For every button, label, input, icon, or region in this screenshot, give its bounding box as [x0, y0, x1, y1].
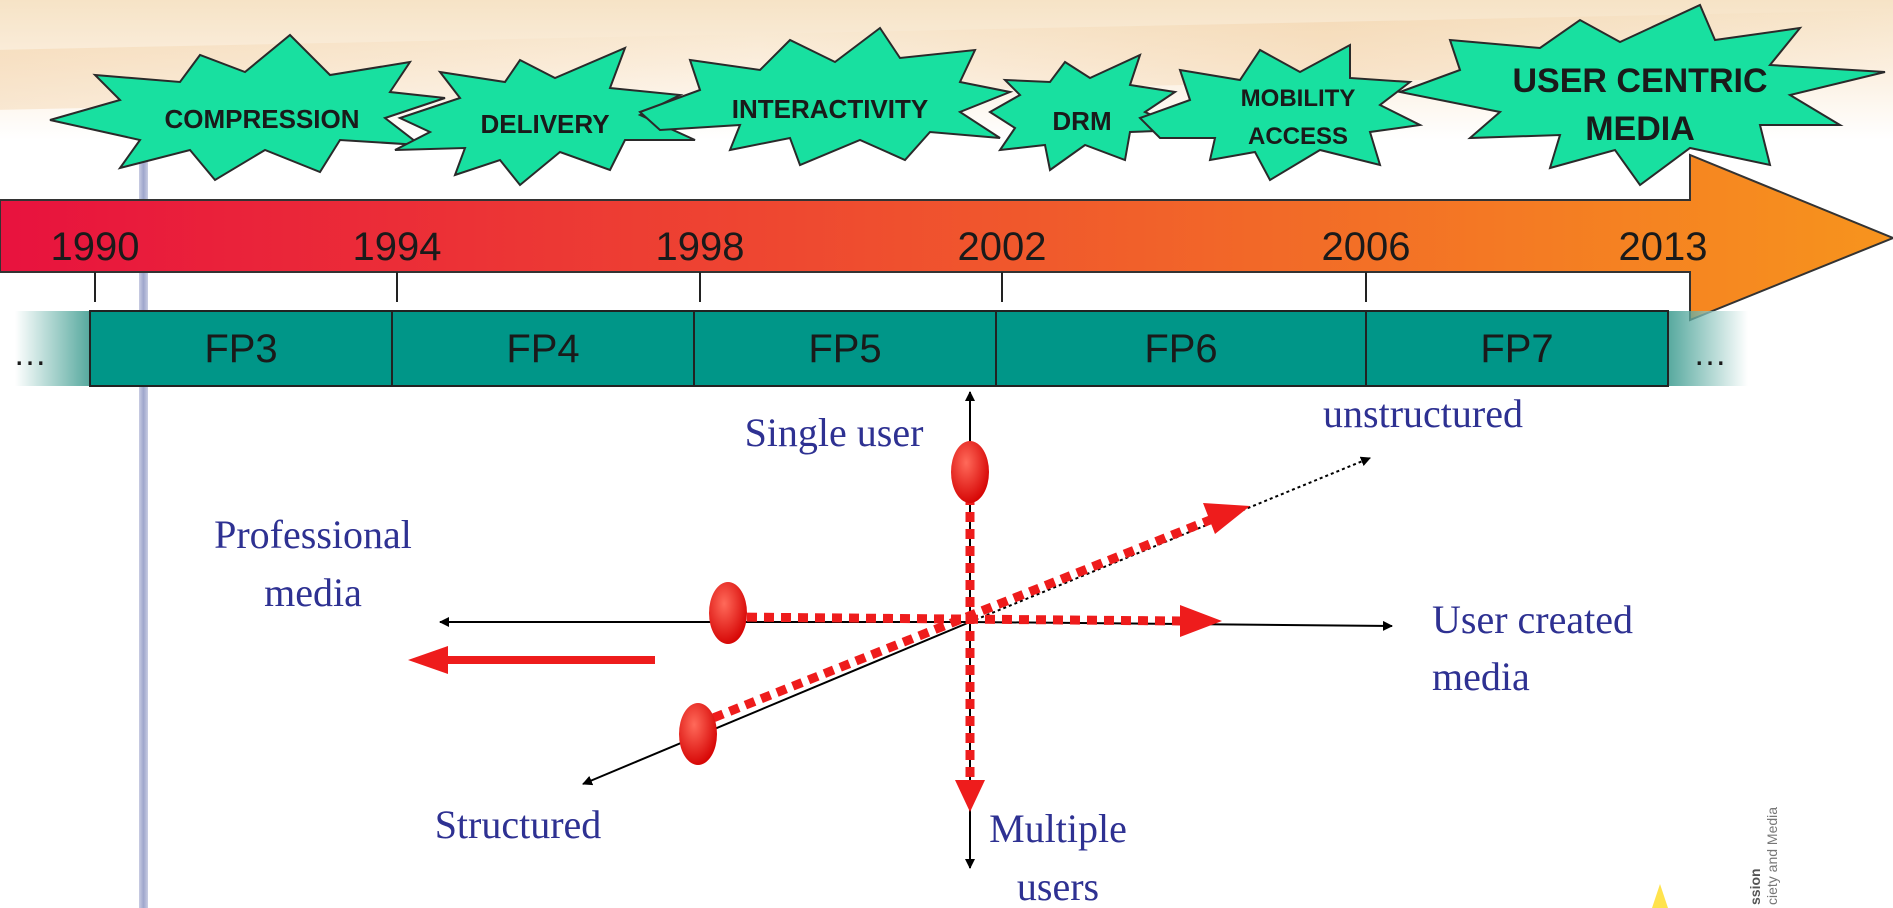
axis-labels: Single user Multiple users unstructured …: [214, 391, 1633, 908]
year-label: 2002: [958, 225, 1047, 269]
fp-fade-right: [1668, 311, 1748, 386]
label-multiple-users: users: [1017, 864, 1099, 908]
shift-arrowhead-users: [955, 780, 985, 812]
burst-label: DRM: [1052, 106, 1111, 136]
axis-unstructured: [969, 456, 1371, 623]
shift-arrowhead-media: [1180, 605, 1222, 637]
burst-drm: DRM: [988, 53, 1186, 172]
year-label: 2006: [1322, 225, 1411, 269]
fp-segment: [693, 310, 997, 387]
fp-segment: [995, 310, 1367, 387]
professional-arrowhead: [408, 646, 448, 674]
fp-label: FP4: [506, 327, 579, 371]
year-label: 1998: [656, 225, 745, 269]
burst-label: COMPRESSION: [164, 104, 359, 134]
timeline-arrow: [0, 153, 1893, 322]
ellipsis-left: …: [13, 335, 47, 373]
burst-interactivity: INTERACTIVITY: [638, 26, 1014, 167]
shift-arrow-structure: [696, 515, 1212, 729]
burst-label: MOBILITY: [1241, 85, 1356, 112]
shift-arrowhead-structure: [1203, 503, 1250, 534]
dot-professional: [709, 582, 747, 644]
year-labels: 1990 1994 1998 2002 2006 2013: [51, 225, 1708, 269]
axis-structured: [582, 621, 971, 786]
fp-segment: [391, 310, 695, 387]
dot-single-user: [951, 441, 989, 503]
label-multiple-users: Multiple: [989, 806, 1127, 851]
fp-segment: [1365, 310, 1669, 387]
label-structured: Structured: [435, 802, 602, 847]
ellipsis-right: …: [1693, 335, 1727, 373]
fp-bar: FP3 FP4 FP5 FP6 FP7: [89, 310, 1669, 387]
logo-text: ssion: [1747, 868, 1763, 905]
burst-label: ACCESS: [1248, 123, 1348, 150]
fp-label: FP5: [808, 327, 881, 371]
logo-fragment: ssion ciety and Media: [1652, 807, 1780, 908]
year-ticks: [94, 272, 1367, 302]
burst-user-centric-media: USER CENTRIC MEDIA: [1396, 3, 1886, 187]
fp-label: FP3: [204, 327, 277, 371]
year-label: 1994: [353, 225, 442, 269]
label-user-created-media: User created: [1432, 597, 1633, 642]
fp-segment: [89, 310, 393, 387]
dot-structured: [679, 703, 717, 765]
fp-label: FP6: [1144, 327, 1217, 371]
fp-fade-left: [15, 311, 90, 386]
vertical-divider: [139, 150, 148, 908]
logo-text: ciety and Media: [1764, 807, 1780, 905]
burst-mobility-access: MOBILITY ACCESS: [1138, 43, 1424, 182]
year-label: 1990: [51, 225, 140, 269]
logo-star-icon: [1652, 884, 1668, 908]
shift-arrows: [408, 478, 1250, 812]
label-unstructured: unstructured: [1323, 391, 1523, 436]
burst-delivery: DELIVERY: [394, 46, 696, 187]
burst-label: USER CENTRIC: [1512, 62, 1767, 100]
label-professional-media: media: [264, 570, 362, 615]
burst-compression: COMPRESSION: [49, 33, 446, 182]
start-dots: [679, 441, 989, 765]
fp-label: FP7: [1480, 327, 1553, 371]
year-label: 2013: [1619, 225, 1708, 269]
label-user-created-media: media: [1432, 654, 1530, 699]
thin-axes: [439, 391, 1393, 869]
label-single-user: Single user: [745, 410, 924, 455]
burst-label: INTERACTIVITY: [732, 94, 928, 124]
label-professional-media: Professional: [214, 512, 412, 557]
burst-label: DELIVERY: [480, 109, 609, 139]
burst-label: MEDIA: [1585, 110, 1695, 148]
